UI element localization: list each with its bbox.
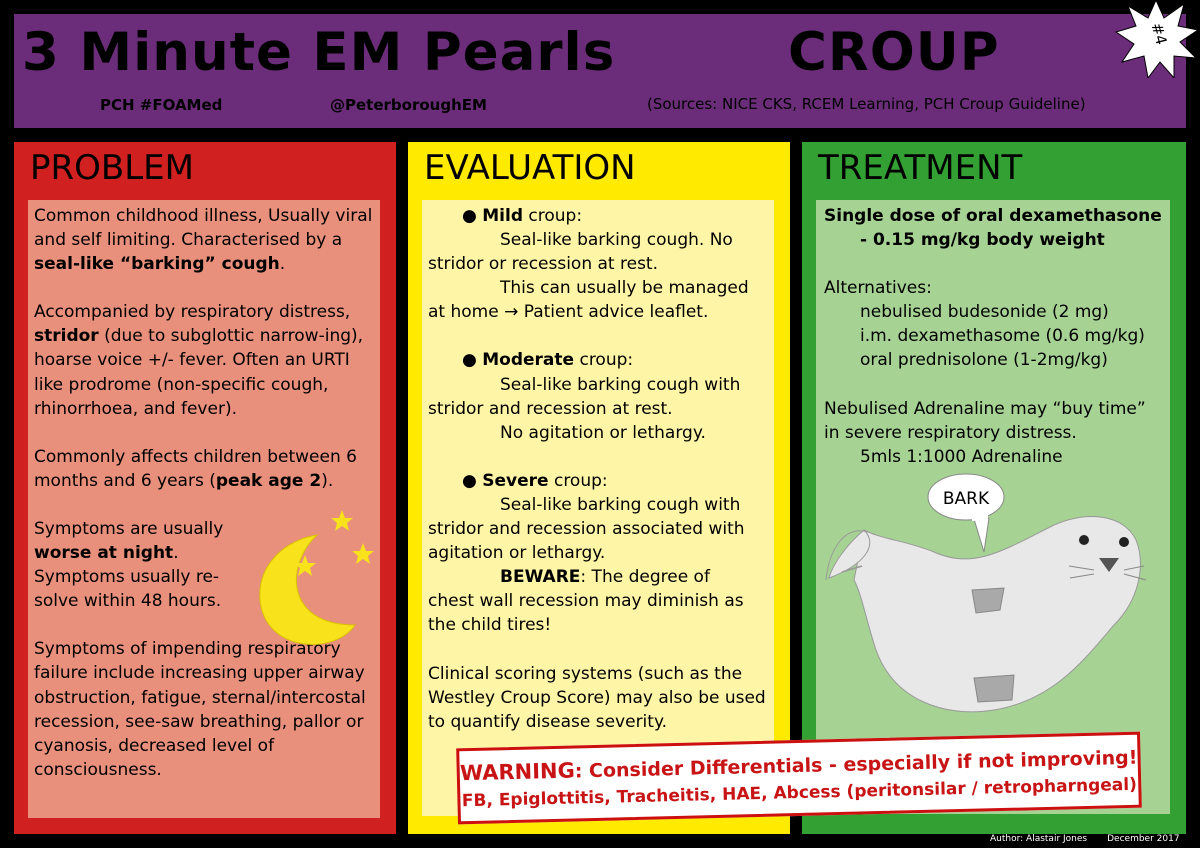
badge-number: #4 — [1147, 21, 1170, 47]
p4-line-2: worse at night. — [34, 541, 374, 565]
dose-line-2: - 0.15 mg/kg body weight — [860, 230, 1105, 251]
mild-rest: croup: — [523, 206, 583, 226]
twitter-handle: @PeterboroughEM — [330, 96, 487, 114]
p4-bold: worse at night — [34, 543, 174, 564]
treatment-text: Single dose of oral dexamethasone - 0.15… — [816, 200, 1170, 469]
moderate-line-3: No agitation or lethargy. — [500, 422, 706, 443]
p2-bold: stridor — [34, 326, 99, 347]
mild-line-3: This can usually be managed — [500, 278, 749, 299]
p3-text: Commonly affects children between 6 mont… — [34, 446, 357, 491]
footer: Author: Alastair Jones December 2017 — [990, 834, 1180, 844]
footer-author: Author: Alastair Jones — [990, 834, 1088, 844]
bark-text: BARK — [943, 489, 990, 509]
adrenaline-line-1: Nebulised Adrenaline may “buy time” — [824, 398, 1146, 419]
alternative-2: i.m. dexamethasome (0.6 mg/kg) — [860, 326, 1145, 347]
treatment-column: TREATMENT Single dose of oral dexamethas… — [802, 142, 1186, 834]
problem-panel: Common childhood illness, Usually viral … — [28, 200, 380, 818]
severe-line-2: stridor and recession associated with — [428, 519, 745, 540]
evaluation-column: EVALUATION ● Mild croup: Seal-like barki… — [408, 142, 790, 834]
beware-line-1: BEWARE: The degree of — [428, 565, 770, 589]
problem-column: PROBLEM Common childhood illness, Usuall… — [14, 142, 396, 834]
mild-line-4: at home → Patient advice leaflet. — [428, 302, 709, 323]
problem-paragraph-1: Common childhood illness, Usually viral … — [34, 204, 374, 276]
beware-line-3: the child tires! — [428, 615, 552, 636]
scoring-paragraph: Clinical scoring systems (such as the We… — [428, 663, 766, 732]
p4-line-1: Symptoms are usually — [34, 518, 224, 539]
evaluation-title: EVALUATION — [424, 148, 636, 188]
speech-bubble-join — [972, 514, 988, 521]
moon-icon — [259, 510, 374, 645]
speech-bubble — [927, 473, 1005, 521]
problem-title: PROBLEM — [30, 148, 194, 188]
problem-paragraph-2: Accompanied by respiratory distress, str… — [34, 300, 374, 420]
severe-bold: Severe — [482, 470, 549, 491]
p3-end: ). — [321, 470, 334, 491]
badge-star-icon: #4 — [1114, 0, 1198, 78]
moderate-heading: ● Moderate croup: — [462, 350, 634, 371]
adrenaline-line-2: in severe respiratory distress. — [824, 422, 1077, 443]
moderate-bold: Moderate — [482, 350, 575, 371]
dose-line-1: Single dose of oral dexamethasone — [824, 206, 1162, 226]
sources-text: (Sources: NICE CKS, RCEM Learning, PCH C… — [647, 95, 1086, 113]
severe-heading: ● Severe croup: — [462, 470, 608, 491]
p4-dot: . — [173, 543, 179, 564]
evaluation-text: ● Mild croup: Seal-like barking cough. N… — [422, 200, 774, 734]
p2-text: Accompanied by respiratory distress, — [34, 302, 351, 323]
p1-text: Common childhood illness, Usually viral … — [34, 206, 373, 251]
beware-line-2: chest wall recession may diminish as — [428, 591, 744, 612]
speech-bubble-tail — [973, 517, 990, 553]
topic-title: CROUP — [788, 22, 1000, 83]
beware-text: : The degree of — [580, 567, 710, 588]
seal-icon — [825, 516, 1147, 713]
warning-label: WARNING — [459, 758, 576, 786]
mild-line-1: Seal-like barking cough. No — [500, 230, 733, 251]
seal-illustration: BARK — [825, 473, 1147, 713]
mild-bold: Mild — [482, 206, 523, 226]
problem-paragraph-4: Symptoms are usually worse at night. Sym… — [34, 517, 374, 613]
mild-heading: ● Mild croup: — [462, 206, 583, 226]
p1-end: . — [279, 254, 286, 275]
severe-rest: croup: — [548, 470, 608, 491]
moderate-line-2: stridor and recession at rest. — [428, 398, 673, 419]
alternative-1: nebulised budesonide (2 mg) — [860, 302, 1109, 323]
org-label: PCH #FOAMed — [100, 96, 223, 114]
alternatives-label: Alternatives: — [824, 278, 932, 299]
adrenaline-line-3: 5mls 1:1000 Adrenaline — [860, 446, 1063, 467]
severe-line-3: agitation or lethargy. — [428, 543, 606, 564]
moderate-rest: croup: — [574, 350, 634, 371]
p3-bold: peak age 2 — [215, 470, 322, 491]
p4-line-3: Symptoms usually re- — [34, 567, 220, 588]
problem-paragraph-3: Commonly affects children between 6 mont… — [34, 445, 374, 493]
problem-paragraph-5: Symptoms of impending respiratory failur… — [34, 639, 366, 780]
p2-end: (due to subglottic narrow-ing), hoarse v… — [34, 326, 364, 419]
p4-line-4: solve within 48 hours. — [34, 591, 222, 612]
mild-line-2: stridor or recession at rest. — [428, 254, 658, 275]
moderate-line-1: Seal-like barking cough with — [500, 374, 741, 395]
footer-date: December 2017 — [1107, 834, 1180, 844]
severe-line-1: Seal-like barking cough with — [500, 494, 741, 515]
page-title: 3 Minute EM Pearls — [22, 22, 616, 83]
evaluation-panel: ● Mild croup: Seal-like barking cough. N… — [422, 200, 774, 816]
p1-bold: seal-like “barking” cough — [34, 254, 280, 275]
treatment-title: TREATMENT — [818, 148, 1023, 188]
alternative-3: oral prednisolone (1-2mg/kg) — [860, 350, 1108, 371]
beware-bold: BEWARE — [500, 567, 581, 588]
header-banner — [14, 14, 1186, 128]
